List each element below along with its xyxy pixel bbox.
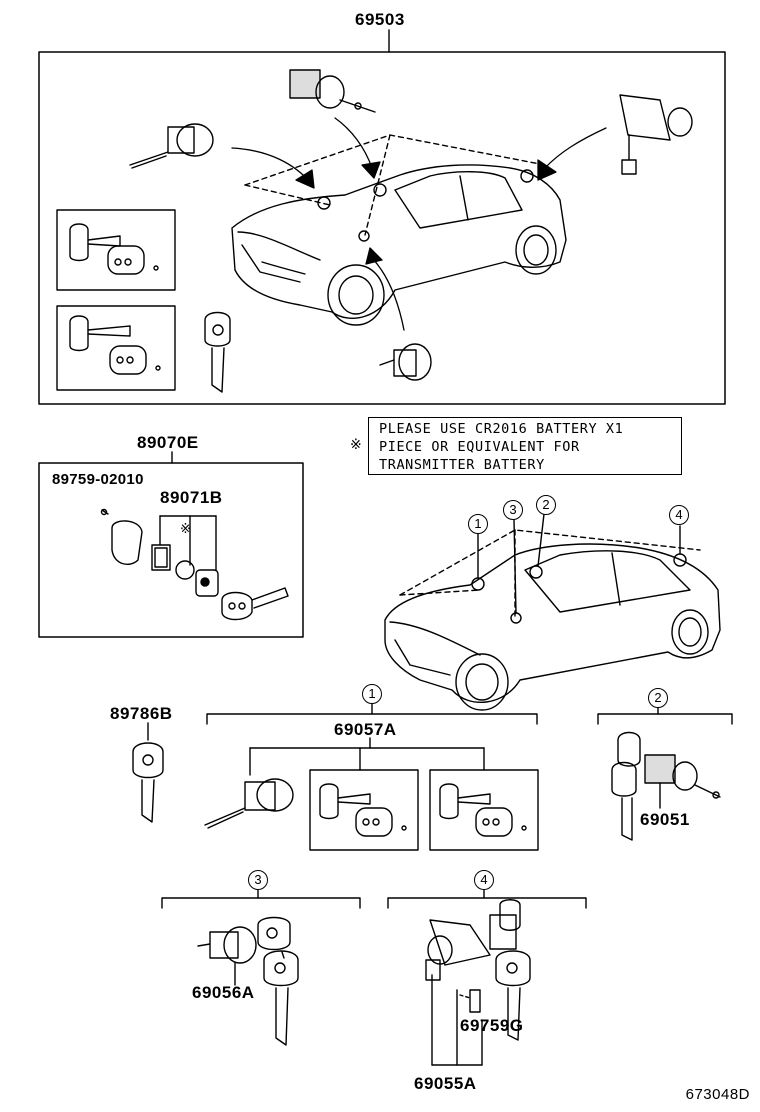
top-cylinder-left: [129, 123, 214, 169]
group-1-cylinder: [204, 778, 294, 829]
callout-4-car: 4: [669, 505, 689, 525]
note-line-2: PIECE OR EQUIVALENT FOR: [379, 439, 580, 455]
callout-3-group: 3: [248, 870, 268, 890]
top-key-box-1: [56, 209, 176, 291]
group-89070E-frame: [38, 451, 304, 638]
group-4-parts: [425, 899, 531, 1041]
diagram-reference: 673048D: [685, 1086, 750, 1103]
label-69759G: 69759G: [460, 1016, 524, 1035]
transmitter-parts: [100, 508, 289, 621]
middle-car-drawing: [384, 513, 721, 711]
label-69051: 69051: [640, 810, 690, 829]
callout-4-group: 4: [474, 870, 494, 890]
label-69055A: 69055A: [414, 1074, 477, 1093]
group-3-frame: [161, 889, 361, 909]
note-line-3: TRANSMITTER BATTERY: [379, 457, 545, 473]
callout-2-group: 2: [648, 688, 668, 708]
callout-1-car: 1: [468, 514, 488, 534]
group-1-key-b: [439, 783, 527, 837]
battery-note: PLEASE USE CR2016 BATTERY X1 PIECE OR EQ…: [368, 417, 682, 475]
label-89759-02010: 89759-02010: [52, 471, 144, 488]
group-3-parts: [197, 916, 299, 1046]
label-89070E: 89070E: [137, 433, 199, 452]
note-mark: ※: [350, 437, 362, 453]
top-cylinder-bottom: [379, 343, 432, 381]
note-line-1: PLEASE USE CR2016 BATTERY X1: [379, 421, 624, 437]
group-1-key-a: [319, 783, 407, 837]
group-2-frame: [597, 703, 733, 725]
group-4-frame: [387, 889, 587, 1066]
callout-3-car: 3: [503, 500, 523, 520]
top-car-drawing: [231, 134, 567, 326]
label-89786B: 89786B: [110, 704, 173, 723]
top-key-box-2: [56, 305, 176, 391]
top-cylinder-right: [619, 94, 693, 175]
label-69056A: 69056A: [192, 983, 255, 1002]
top-cylinder-center: [289, 69, 376, 113]
key-89786B: [132, 722, 164, 823]
group-1-frame: [206, 703, 539, 851]
group-2-parts: [611, 731, 721, 841]
label-89071B: 89071B: [160, 488, 223, 507]
note-mark-small: ※: [180, 522, 191, 537]
callout-1-group: 1: [362, 684, 382, 704]
callout-2-car: 2: [536, 495, 556, 515]
group-69503-frame: [38, 29, 726, 405]
top-master-key: [204, 311, 231, 393]
label-69057A: 69057A: [334, 720, 397, 739]
top-arrows: [231, 117, 607, 331]
label-69503: 69503: [355, 10, 405, 29]
